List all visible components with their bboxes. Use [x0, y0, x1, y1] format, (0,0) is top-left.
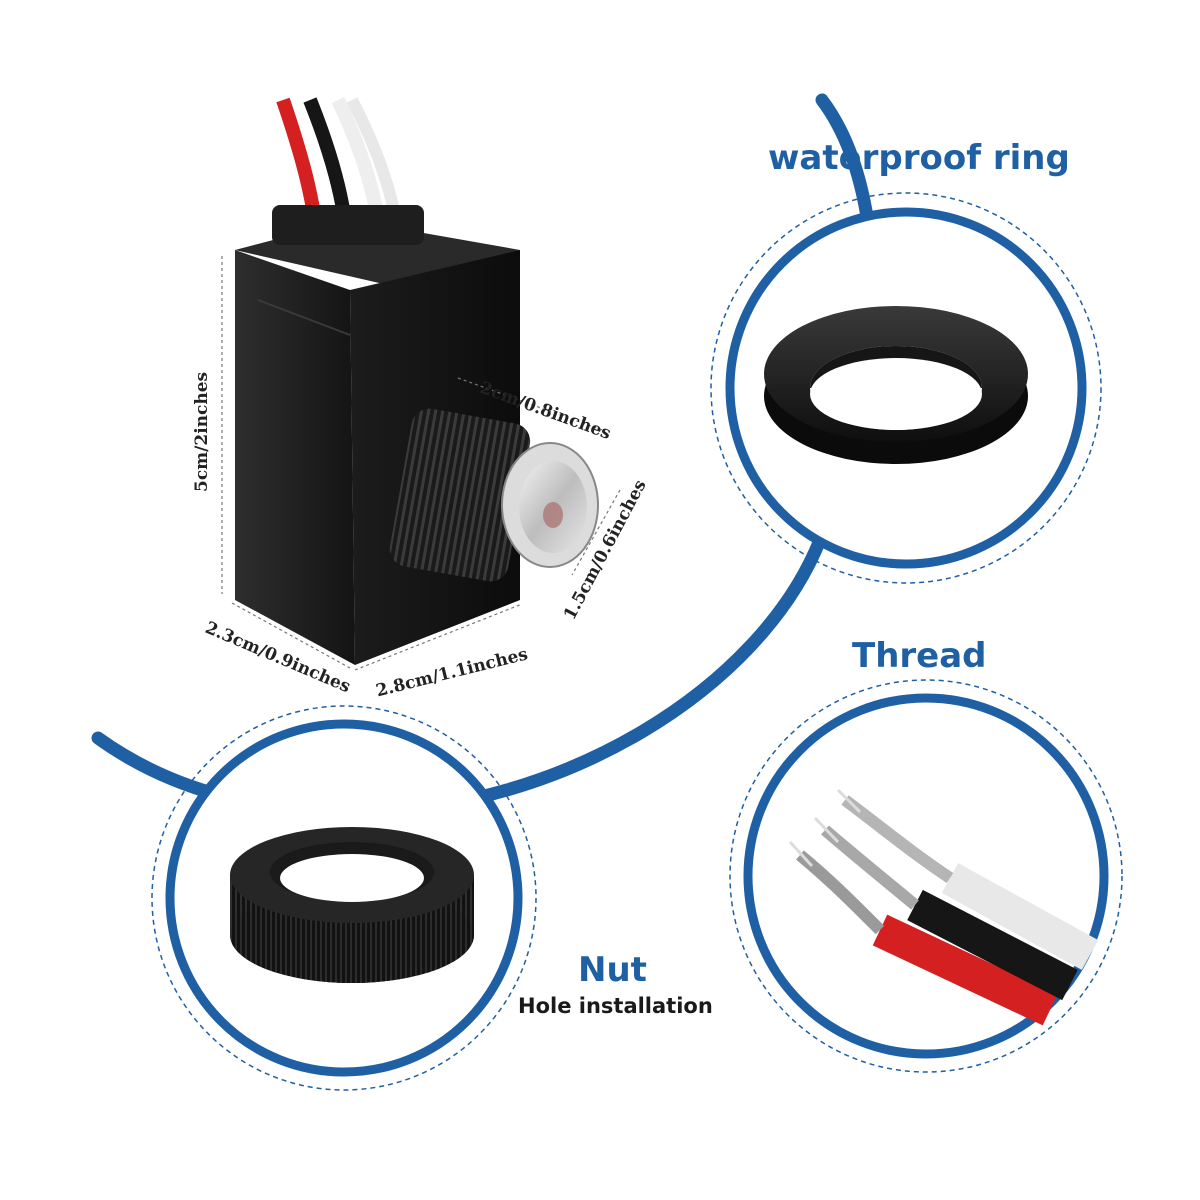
nut-icon [230, 827, 474, 983]
stripped-wires-icon [788, 788, 1099, 1026]
thread-callout [729, 679, 1123, 1073]
waterproof-ring-label: waterproof ring [768, 138, 1070, 178]
photocell-sensor-icon [221, 96, 621, 671]
nut-subtitle: Hole installation [518, 994, 713, 1018]
nut-label: Nut [578, 950, 647, 990]
dimension-height: 5cm/2inches [192, 371, 212, 492]
waterproof-ring-icon [764, 306, 1028, 464]
thread-label: Thread [852, 636, 987, 676]
